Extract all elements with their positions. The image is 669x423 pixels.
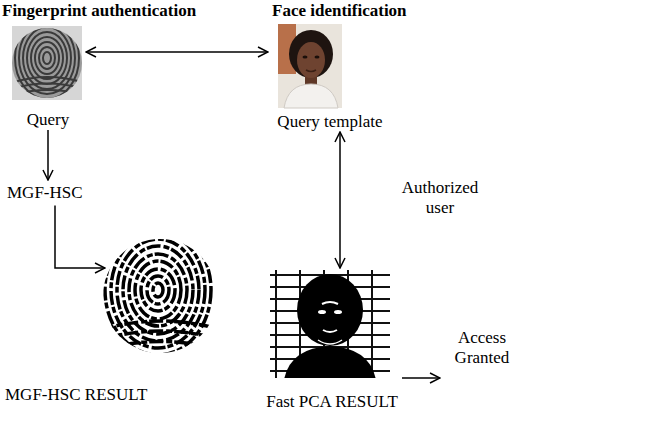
connector-arrow [86, 51, 268, 53]
step-label: Access Granted [442, 328, 522, 367]
face-result: Fast PCA RESULT [262, 268, 402, 412]
heading-slot: Fingerprint authentication [2, 1, 196, 21]
image-caption: MGF-HSC RESULT [5, 385, 148, 405]
result-fingerprint [100, 225, 222, 355]
edge-label: Authorized user [395, 178, 485, 217]
face-query: Query template [268, 22, 392, 132]
process-label: MGF-HSC [4, 180, 86, 206]
column-heading: Face identification [272, 1, 407, 21]
face-photo [278, 24, 342, 108]
heading-slot: Face identification [272, 1, 407, 21]
image-caption: Query [27, 110, 69, 130]
connector-arrow [339, 132, 341, 268]
image-caption: Fast PCA RESULT [266, 392, 398, 412]
connector-arrow [402, 377, 440, 379]
query-fingerprint [8, 17, 88, 100]
image-caption: Query template [277, 112, 382, 132]
fingerprint-result: MGF-HSC RESULT [105, 232, 215, 360]
step-label: MGF-HSC [7, 183, 83, 203]
connector-arrow [55, 206, 105, 268]
fingerprint-query: Query [10, 26, 86, 130]
pca-result-image [270, 270, 390, 378]
edge-label-slot: Authorized user [395, 178, 485, 217]
output-label: Access Granted [440, 326, 524, 384]
column-heading: Fingerprint authentication [2, 1, 196, 21]
connector-arrow [47, 130, 49, 180]
caption-slot: MGF-HSC RESULT [5, 385, 148, 405]
